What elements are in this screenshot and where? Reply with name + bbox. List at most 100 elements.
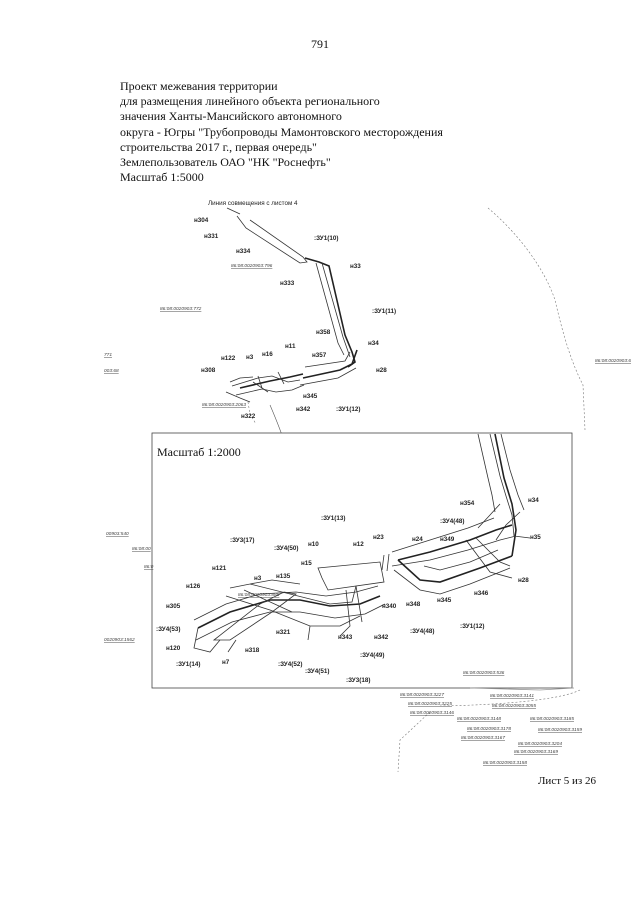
parcel-label: :ЗУ3(17) (230, 537, 254, 544)
parcel-label: :ЗУ4(49) (360, 652, 384, 659)
boundary-line (487, 207, 586, 431)
point-label: н345 (437, 597, 452, 604)
cadastral-number: 86:08:0020903:3141 (490, 693, 534, 699)
point-label: н11 (285, 343, 296, 350)
cadastral-number: 86:08:0020903:3204 (518, 741, 562, 747)
cadastral-number: 0020903:1562 (104, 637, 135, 643)
point-label: н12 (353, 541, 364, 548)
corridor-boundary (393, 549, 511, 595)
point-label: н321 (276, 629, 291, 636)
point-label: н121 (212, 565, 227, 572)
cadastral-number: 86:08:0020903:796 (231, 263, 273, 269)
corridor-boundary (477, 503, 531, 541)
cadastral-number: 86:08:0020903:3169 (514, 749, 558, 755)
point-label: н3 (254, 575, 262, 582)
point-label: н305 (166, 603, 181, 610)
cadastral-number: 86:08:0020903:3185 (530, 716, 574, 722)
point-label: н7 (222, 659, 230, 666)
point-label: н357 (312, 352, 327, 359)
parcel-label: :ЗУ4(50) (274, 545, 298, 552)
parcel-label: :ЗУ4(51) (305, 668, 329, 675)
point-label: н342 (296, 406, 311, 413)
point-label: н34 (528, 497, 539, 504)
point-label: н120 (166, 645, 181, 652)
parcel-label: :ЗУ4(48) (410, 628, 434, 635)
point-label: н308 (201, 367, 216, 374)
pipeline-route (494, 433, 517, 557)
point-label: н10 (308, 541, 319, 548)
pipeline-route (397, 524, 513, 561)
cadastral-number: 86:08:0020903:3167 (461, 735, 505, 741)
parcel-label: :ЗУ1(13) (321, 515, 345, 522)
header-scale: Масштаб 1:5000 (120, 170, 204, 185)
corridor-boundary (252, 371, 285, 393)
point-label: н340 (382, 603, 397, 610)
parcel-label: :ЗУ4(48) (440, 518, 464, 525)
point-label: н358 (316, 329, 331, 336)
sheet-number: Лист 5 из 26 (537, 775, 596, 787)
cadastral-number: 771 (104, 352, 112, 358)
pipeline-route (197, 595, 381, 629)
break-mark (381, 553, 390, 572)
point-label: н349 (440, 536, 455, 543)
cadastral-number: 86:08:0020903:885 (238, 592, 280, 598)
parcel-label: :ЗУ4(52) (278, 661, 302, 668)
cadastral-number: 86:08:0020903:772 (160, 306, 202, 312)
corridor-boundary (477, 433, 525, 537)
cadastral-number: 86:08:0020903:3227 (400, 692, 444, 698)
corridor-boundary (315, 262, 351, 358)
point-label: н28 (376, 367, 387, 374)
corridor-boundary (465, 537, 513, 579)
point-label: н3 (246, 354, 254, 361)
header-line: Землепользователь ОАО "НК "Роснефть" (120, 155, 331, 170)
cadastral-number: 00903:540 (106, 531, 129, 537)
header-line: Проект межевания территории (120, 79, 278, 93)
cadastral-number: 86:08:0020903:3055 (492, 703, 536, 709)
point-label: н122 (221, 355, 236, 362)
point-label: н35 (530, 534, 541, 541)
point-label: н28 (518, 577, 529, 584)
parcel-label: :ЗУ1(11) (372, 308, 396, 315)
parcel-label: :ЗУ4(53) (156, 626, 180, 633)
pipeline-route (397, 555, 513, 583)
point-label: н334 (236, 248, 251, 255)
parcel-boundary (212, 591, 297, 641)
cadastral-number: 86:08:0020903:3146 (410, 710, 454, 716)
corridor-boundary (391, 517, 517, 567)
parcel-label: :ЗУ1(12) (336, 406, 360, 413)
cadastral-number: 86:08:00 (132, 546, 151, 552)
parcel-label: :ЗУ1(14) (176, 661, 200, 668)
cadastral-number: 003:68 (104, 368, 119, 374)
header-line: округа - Югры "Трубопроводы Мамонтовског… (120, 124, 443, 139)
parcel-boundary (225, 589, 361, 641)
cadastral-number: 86:08:0020903:3159 (538, 727, 582, 733)
point-label: н15 (301, 560, 312, 567)
document-header: Проект межевания территории для размещен… (120, 79, 443, 185)
map-caption: Линия совмещения с листом 4 (208, 200, 298, 207)
cadastral-number: 86:08:0020903:2063 (202, 402, 246, 408)
point-label: н348 (406, 601, 421, 608)
boundary-line (247, 401, 257, 425)
point-label: н318 (245, 647, 260, 654)
point-label: н342 (374, 634, 389, 641)
corridor-boundary (299, 351, 357, 386)
header-line: для размещения линейного объекта региона… (120, 94, 380, 109)
point-label: н304 (194, 217, 209, 224)
parcel-label: :ЗУ1(12) (460, 623, 484, 630)
point-label: н34 (368, 340, 379, 347)
corridor-boundary (195, 603, 386, 641)
pipeline-route (302, 349, 358, 379)
corridor-boundary (225, 376, 254, 403)
header-line: строительства 2017 г., первая очередь" (120, 139, 317, 154)
cadastral-number: 86:08:0020903:6 (595, 358, 631, 364)
page-number: 791 (311, 37, 329, 51)
corridor-boundary (193, 585, 379, 621)
parcel-boundary (229, 579, 357, 605)
point-label: н322 (241, 413, 256, 420)
cadastral-number: 86:08:0020903:536 (463, 670, 505, 676)
parcel-boundary (339, 585, 363, 637)
pipeline-route (304, 257, 356, 368)
cadastral-number: 86:08:0020903:3225 (408, 701, 452, 707)
cadastral-number: 86:08:0020903:3178 (467, 726, 511, 732)
parcel-label: :ЗУ3(18) (346, 677, 370, 684)
